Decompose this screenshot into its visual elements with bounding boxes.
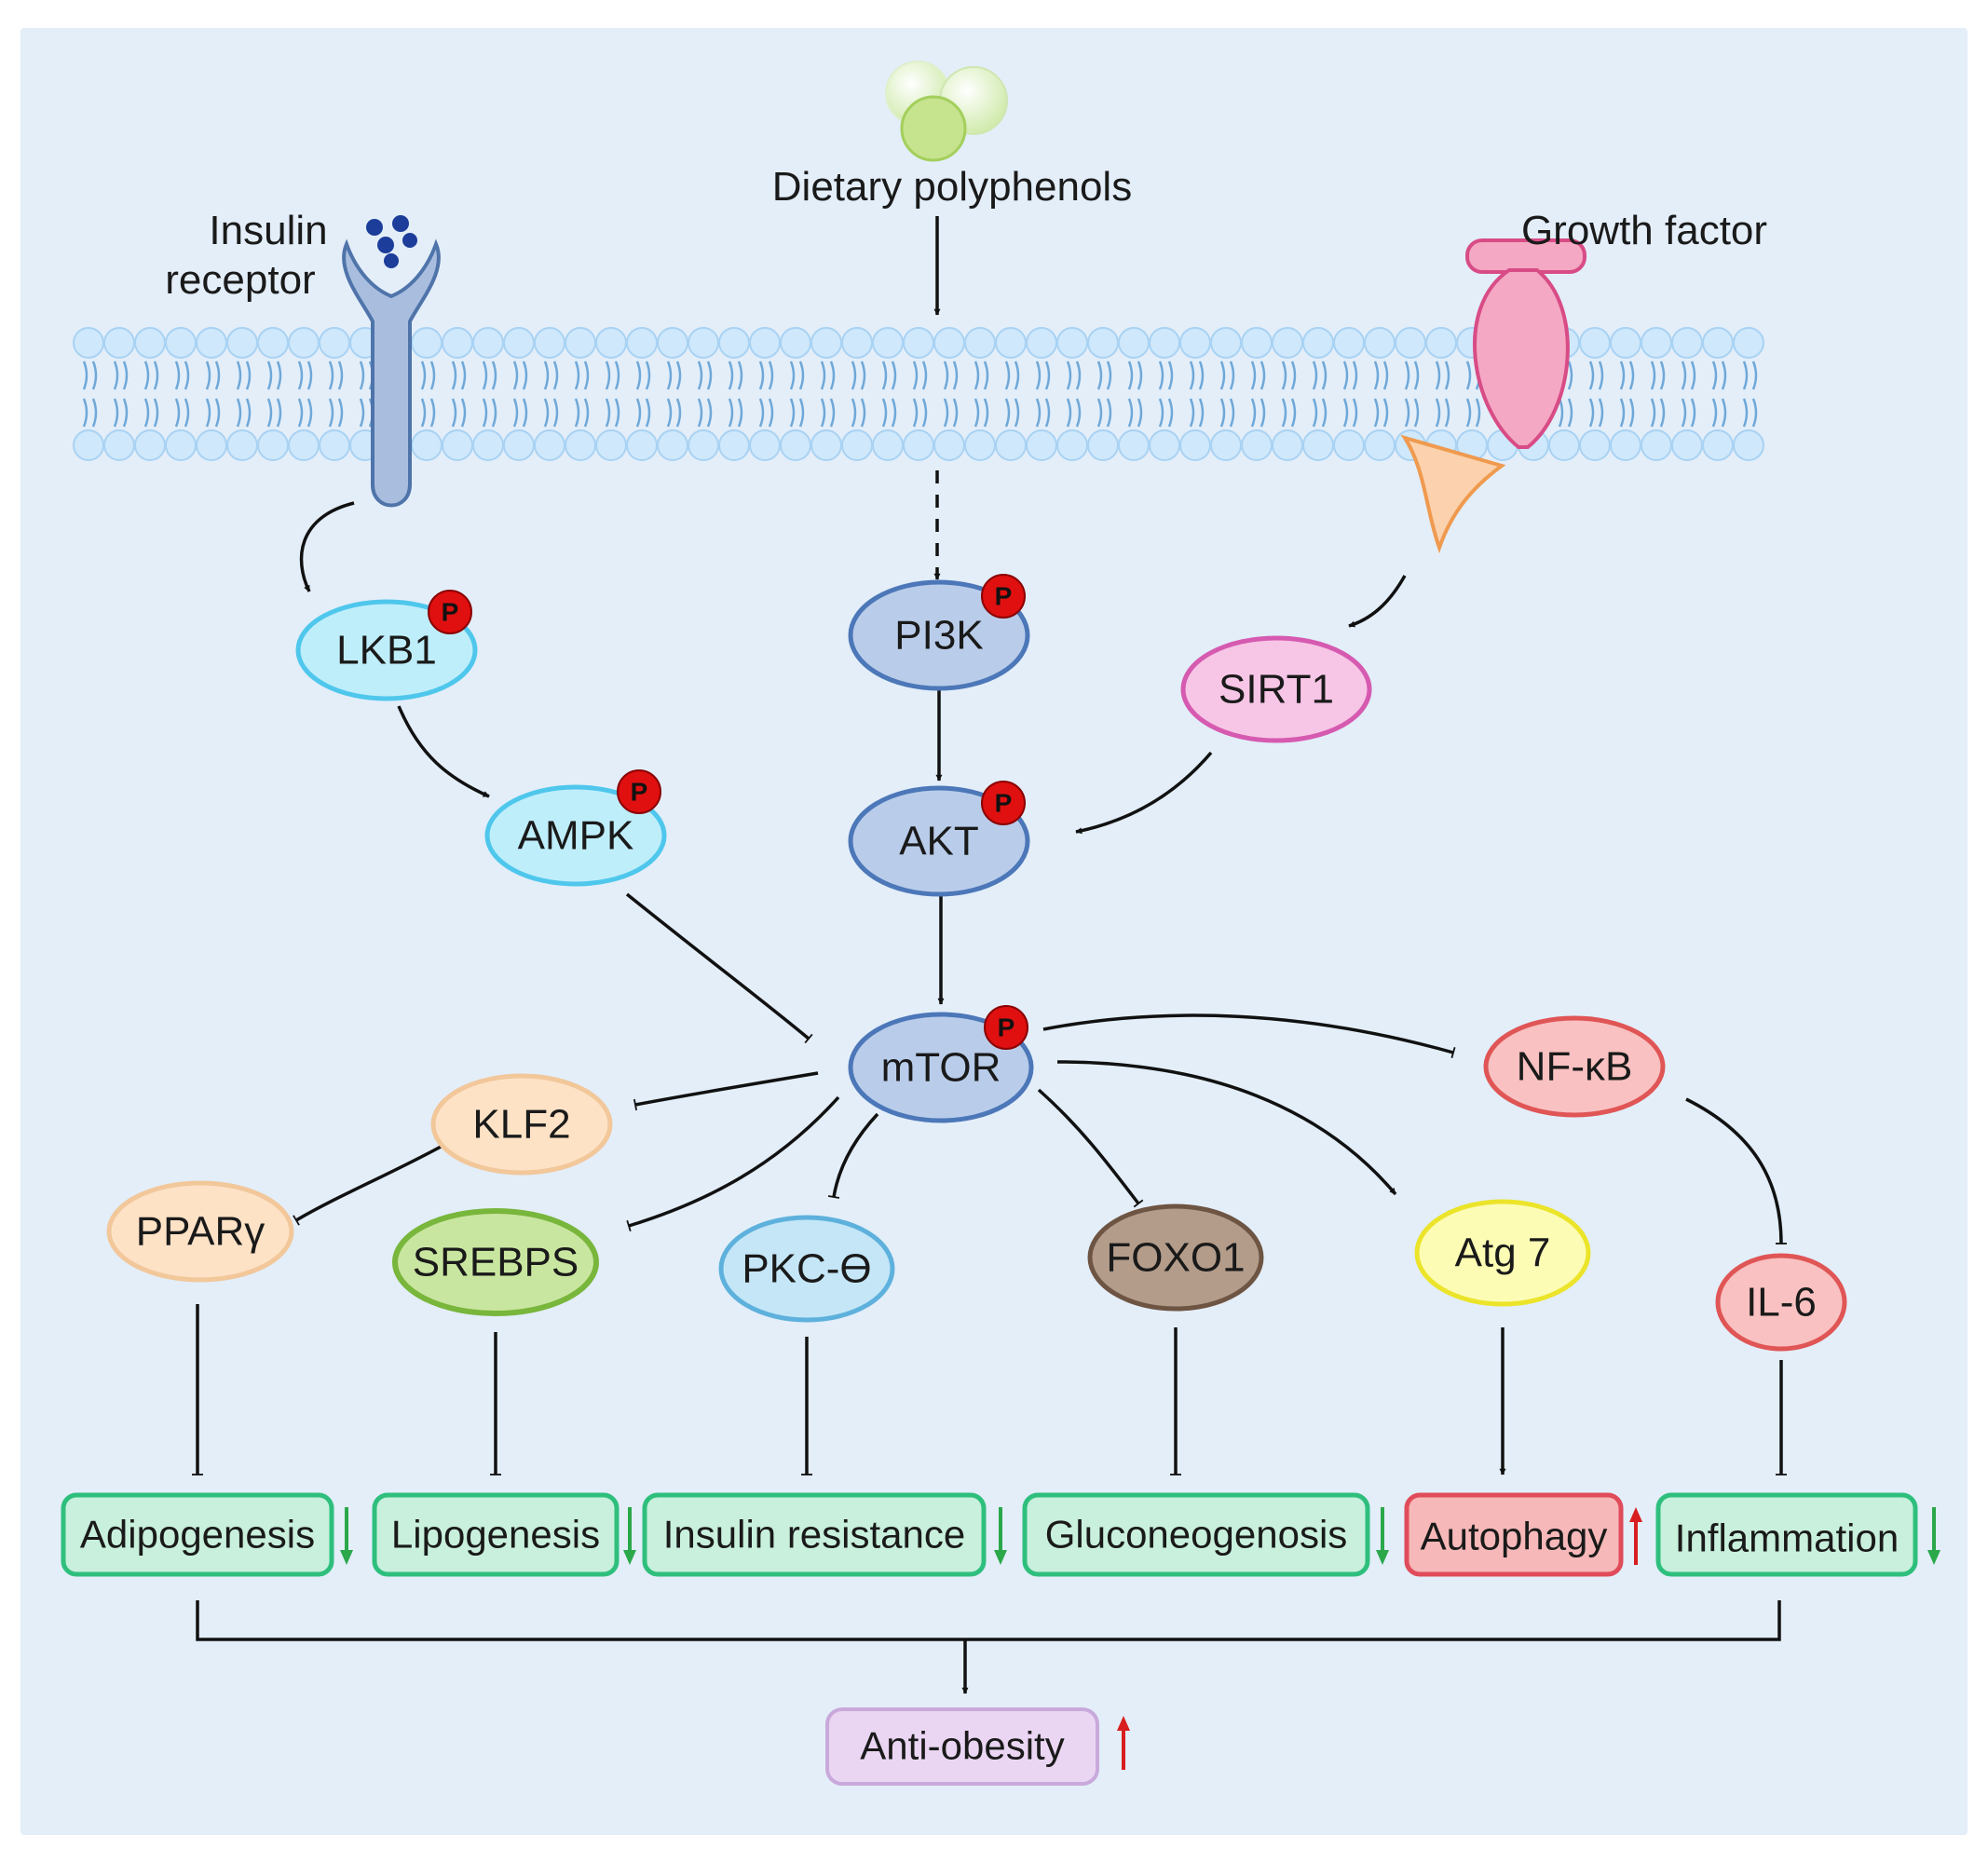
outcome-gluconeogenosis-down-arrow-icon <box>1376 1507 1389 1565</box>
outcome-gluconeogenosis-label: Gluconeogenosis <box>1045 1513 1348 1557</box>
insulin-receptor-label-line2: receptor <box>165 257 315 303</box>
phospho-badge-pi3k-label: P <box>995 582 1013 611</box>
node-pkc-label: PKC-ϴ <box>742 1246 871 1292</box>
pathway-edges <box>192 216 1788 1694</box>
outcome-adipogenesis-label: Adipogenesis <box>80 1513 315 1557</box>
edge-mtor-inhibits-srebps <box>626 1095 840 1232</box>
node-sirt1: SIRT1 <box>1180 635 1372 743</box>
node-ppar-label: PPARγ <box>136 1209 266 1255</box>
final-anti-obesity: Anti-obesity <box>825 1707 1130 1786</box>
node-lkb1-label: LKB1 <box>336 628 437 673</box>
node-foxo1: FOXO1 <box>1087 1203 1264 1312</box>
outcome-lipogenesis-down-arrow-icon <box>623 1507 636 1565</box>
outcome-gluconeogenosis: Gluconeogenosis <box>1022 1492 1389 1577</box>
node-srebps-label: SREBPS <box>413 1240 579 1285</box>
final-anti-obesity-label: Anti-obesity <box>860 1724 1064 1768</box>
edge-mtor-inhibits-klf2 <box>633 1071 819 1111</box>
node-mtor-label: mTOR <box>881 1045 1001 1091</box>
phospho-badge-akt <box>981 781 1026 825</box>
outcome-lipogenesis-label: Lipogenesis <box>391 1513 600 1557</box>
edge-ampk-inhibits-mtor <box>625 892 813 1044</box>
final-anti-obesity-up-arrow-icon <box>1117 1716 1130 1770</box>
edge-mtor-to-atg7 <box>1056 1060 1397 1196</box>
node-foxo1-label: FOXO1 <box>1106 1235 1245 1281</box>
polyphenol-bubbles-icon <box>885 61 1008 162</box>
phospho-badge-lkb1 <box>428 590 472 634</box>
edge-growthfactor-to-sirt1 <box>1348 575 1407 628</box>
edge-mtor-inhibits-nfkb <box>1042 1013 1456 1059</box>
node-lkb1: LKB1 P <box>295 590 478 701</box>
outcome-insulin-resistance: Insulin resistance <box>642 1492 1007 1577</box>
growth-factor-label: Growth factor <box>1521 208 1767 253</box>
node-il6-label: IL-6 <box>1746 1280 1817 1326</box>
outcome-inflammation-label: Inflammation <box>1675 1516 1899 1560</box>
outcome-insulin-resistance-down-arrow-icon <box>994 1507 1007 1565</box>
node-sirt1-label: SIRT1 <box>1219 667 1334 713</box>
phospho-badge-mtor-label: P <box>998 1013 1015 1042</box>
phospho-badge-mtor <box>984 1005 1028 1050</box>
phospho-badge-ampk <box>617 769 661 814</box>
outcome-autophagy-label: Autophagy <box>1421 1515 1608 1558</box>
dietary-polyphenols-label: Dietary polyphenols <box>772 164 1132 210</box>
node-ppar: PPARγ <box>106 1180 294 1283</box>
outcome-insulin-resistance-label: Insulin resistance <box>663 1513 966 1557</box>
growth-factor-receptor-icon <box>1400 238 1586 554</box>
outcomes-row: Adipogenesis Lipogenesis Insulin resista… <box>61 1492 1940 1577</box>
node-atg7-label: Atg 7 <box>1455 1231 1551 1276</box>
node-nfkb: NF-κB <box>1483 1015 1666 1118</box>
edge-sirt1-to-akt <box>1075 751 1213 835</box>
node-atg7: Atg 7 <box>1414 1199 1591 1307</box>
edge-outcomes-bracket <box>196 1600 1781 1641</box>
pathway-nodes: LKB1 P AMPK P PI3K P AKT P SIRT1 <box>106 574 1847 1352</box>
outcome-autophagy-up-arrow-icon <box>1629 1507 1642 1565</box>
edge-mtor-inhibits-pkc <box>827 1112 879 1199</box>
edge-nfkb-inhibits-il6 <box>1685 1097 1788 1244</box>
phospho-badge-lkb1-label: P <box>442 598 459 627</box>
node-pkc: PKC-ϴ <box>718 1215 895 1323</box>
node-klf2: KLF2 <box>430 1073 613 1176</box>
edge-lkb1-to-ampk <box>397 705 490 798</box>
edge-insulin-to-lkb1 <box>299 501 355 592</box>
node-ampk: AMPK P <box>484 769 667 887</box>
node-mtor: mTOR P <box>848 1005 1034 1123</box>
outcome-adipogenesis-down-arrow-icon <box>340 1507 353 1565</box>
node-il6: IL-6 <box>1715 1253 1847 1352</box>
phospho-badge-akt-label: P <box>995 789 1013 818</box>
outcome-adipogenesis: Adipogenesis <box>61 1492 353 1577</box>
node-klf2-label: KLF2 <box>472 1102 570 1148</box>
node-pi3k: PI3K P <box>848 574 1030 691</box>
outcome-inflammation: Inflammation <box>1655 1492 1940 1577</box>
node-srebps: SREBPS <box>392 1208 599 1316</box>
node-akt: AKT P <box>848 781 1030 897</box>
node-pi3k-label: PI3K <box>894 613 983 659</box>
node-ampk-label: AMPK <box>518 813 634 859</box>
edge-klf2-inhibits-ppar <box>293 1144 443 1226</box>
edge-mtor-inhibits-foxo1 <box>1037 1088 1144 1208</box>
outcome-autophagy: Autophagy <box>1404 1492 1642 1577</box>
phospho-badge-pi3k <box>981 574 1026 619</box>
outcome-inflammation-down-arrow-icon <box>1927 1507 1940 1565</box>
outcome-lipogenesis: Lipogenesis <box>372 1492 636 1577</box>
insulin-receptor-label-line1: Insulin <box>209 208 327 253</box>
node-nfkb-label: NF-κB <box>1517 1044 1633 1090</box>
insulin-receptor-icon <box>342 215 441 508</box>
node-akt-label: AKT <box>899 819 979 864</box>
phospho-badge-ampk-label: P <box>631 778 648 807</box>
